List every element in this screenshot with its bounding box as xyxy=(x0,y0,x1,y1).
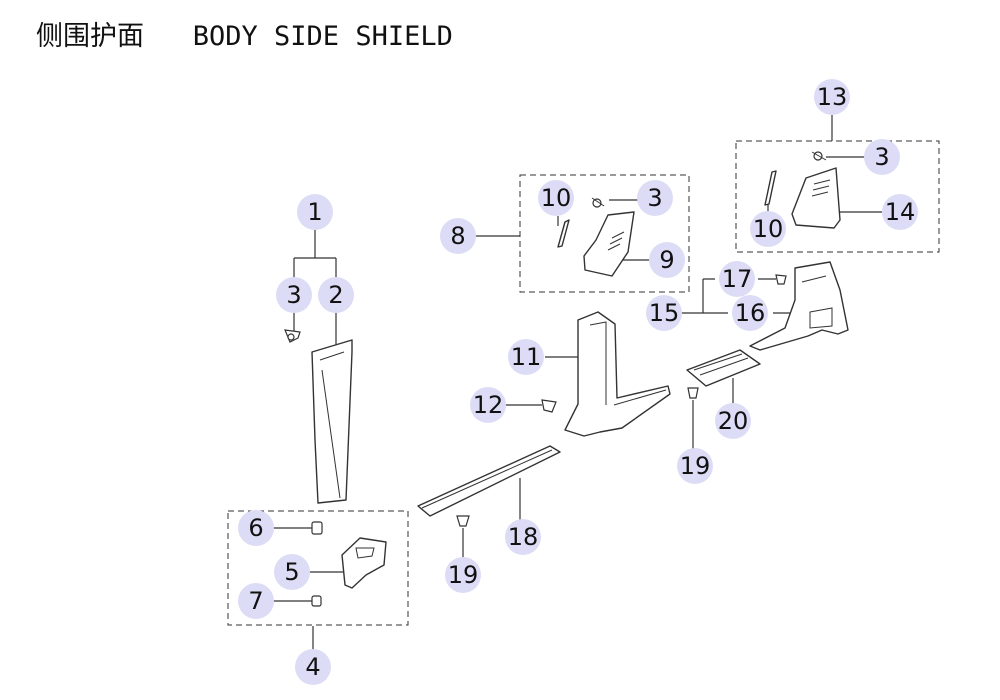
part-b-pillar-lower-11 xyxy=(564,311,671,437)
svg-text:19: 19 xyxy=(680,452,711,480)
svg-text:1: 1 xyxy=(307,198,322,226)
part-d-pillar-trim-14 xyxy=(791,167,841,229)
part-sill-plate-18 xyxy=(417,445,561,517)
callout-3: 3 xyxy=(637,180,673,216)
part-clip-3c xyxy=(811,151,827,161)
callout-7: 7 xyxy=(238,583,274,619)
callout-20: 20 xyxy=(715,403,751,439)
part-clip-7 xyxy=(311,595,322,607)
callout-11: 11 xyxy=(508,339,544,375)
callout-17: 17 xyxy=(719,261,755,297)
group-box-4 xyxy=(227,510,409,626)
callout-1: 1 xyxy=(297,194,333,230)
part-strip-10a xyxy=(557,219,570,248)
callout-10: 10 xyxy=(538,180,574,216)
callout-6: 6 xyxy=(238,510,274,546)
part-clip-19a xyxy=(456,515,470,527)
svg-text:12: 12 xyxy=(473,391,504,419)
page-title: 侧围护面 BODY SIDE SHIELD xyxy=(36,21,453,52)
svg-text:10: 10 xyxy=(753,215,784,243)
svg-text:10: 10 xyxy=(541,184,572,212)
callout-19: 19 xyxy=(677,448,713,484)
svg-text:13: 13 xyxy=(817,83,848,111)
callout-19: 19 xyxy=(445,557,481,593)
group-box-13 xyxy=(735,140,940,253)
callout-12: 12 xyxy=(470,387,506,423)
callout-4: 4 xyxy=(295,649,331,685)
part-clip-12 xyxy=(541,399,557,413)
svg-text:3: 3 xyxy=(874,143,889,171)
part-clip-6 xyxy=(311,521,323,535)
svg-text:4: 4 xyxy=(305,653,320,681)
svg-text:8: 8 xyxy=(450,222,465,250)
part-strip-10b xyxy=(764,170,777,206)
callout-9: 9 xyxy=(649,242,685,278)
svg-text:6: 6 xyxy=(248,514,263,542)
leader-lines xyxy=(272,114,882,651)
callout-3: 3 xyxy=(276,277,312,313)
svg-text:11: 11 xyxy=(511,343,542,371)
svg-text:19: 19 xyxy=(448,561,479,589)
callout-13: 13 xyxy=(814,79,850,115)
svg-text:20: 20 xyxy=(718,407,749,435)
svg-text:5: 5 xyxy=(284,558,299,586)
svg-text:9: 9 xyxy=(659,246,674,274)
svg-text:3: 3 xyxy=(647,184,662,212)
svg-text:14: 14 xyxy=(885,198,916,226)
svg-text:2: 2 xyxy=(328,281,343,309)
part-rear-quarter-16 xyxy=(749,261,849,351)
part-clip xyxy=(284,329,301,343)
part-clip-19b xyxy=(687,387,699,399)
callout-14: 14 xyxy=(882,194,918,230)
callout-10: 10 xyxy=(750,211,786,247)
part-clip-3b xyxy=(591,197,605,208)
svg-text:16: 16 xyxy=(735,299,766,327)
part-b-pillar-trim xyxy=(311,339,353,504)
svg-text:15: 15 xyxy=(649,299,680,327)
svg-text:18: 18 xyxy=(508,523,539,551)
callout-18: 18 xyxy=(505,519,541,555)
callout-3: 3 xyxy=(864,139,900,175)
callout-8: 8 xyxy=(440,218,476,254)
svg-text:7: 7 xyxy=(248,587,263,615)
group-box-8 xyxy=(519,174,690,293)
callout-15: 15 xyxy=(646,295,682,331)
callout-16: 16 xyxy=(732,295,768,331)
svg-text:3: 3 xyxy=(286,281,301,309)
callout-5: 5 xyxy=(274,554,310,590)
part-lower-trim-5 xyxy=(341,537,387,589)
callout-2: 2 xyxy=(318,277,354,313)
part-clip-17 xyxy=(775,274,787,285)
svg-text:17: 17 xyxy=(722,265,753,293)
part-c-pillar-trim-9 xyxy=(583,211,635,277)
part-step-cover-20 xyxy=(686,349,761,387)
